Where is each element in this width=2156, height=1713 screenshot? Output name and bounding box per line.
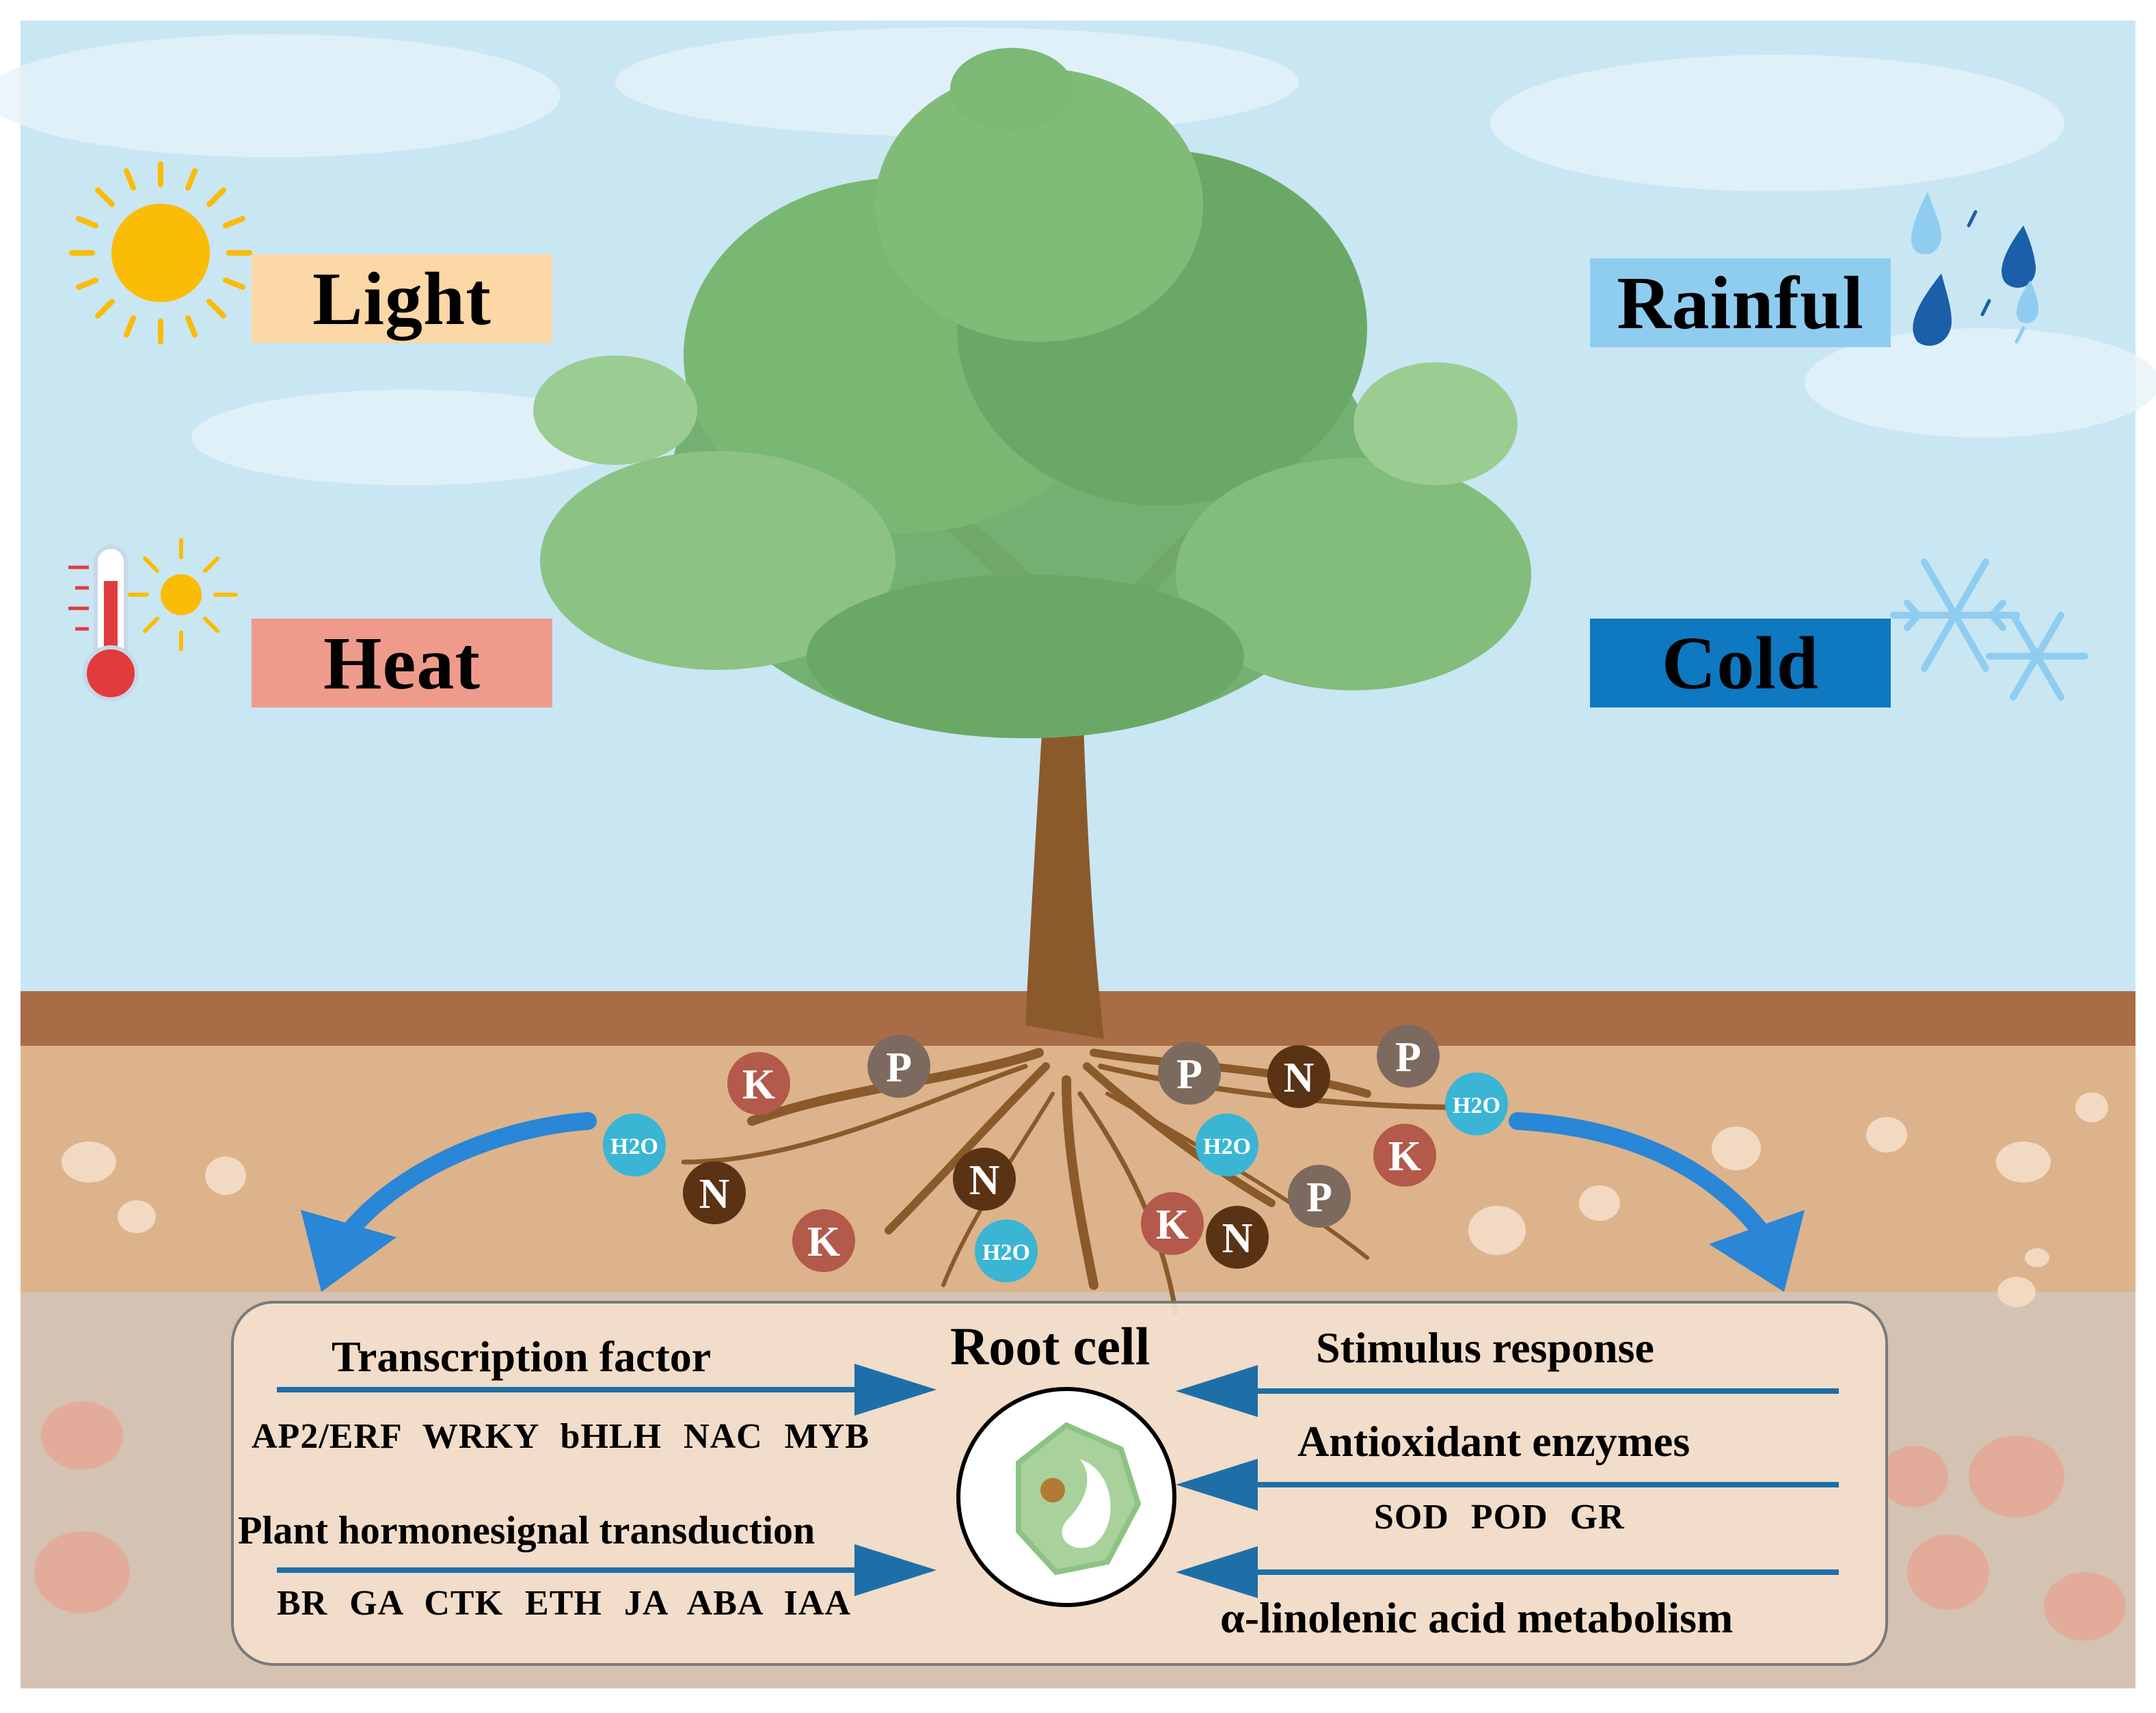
light-label: Light [252, 254, 552, 343]
root-cell-icon [956, 1387, 1176, 1607]
nutrient-p-4-label: P [1306, 1174, 1332, 1221]
deep-soil-stones [34, 1401, 2126, 1641]
antioxidant-arrow [1176, 1459, 1839, 1511]
nutrient-h2o-3 [1445, 1073, 1508, 1135]
nutrient-h2o-4 [1196, 1114, 1258, 1176]
nutrient-n-2-label: N [969, 1157, 1000, 1204]
soil-pebbles [62, 1092, 2108, 1307]
nutrient-k-3 [1373, 1124, 1436, 1187]
nutrient-k-2-label: K [807, 1219, 840, 1265]
root-cell-title: Root cell [950, 1317, 1150, 1376]
rain-icon [1911, 191, 2038, 346]
nutrient-k-1-label: K [742, 1062, 775, 1108]
clouds [0, 27, 2156, 485]
tree-canopy [533, 48, 1531, 738]
nutrient-p-2-label: P [1176, 1051, 1202, 1098]
curved-arrow-left-head [301, 1210, 396, 1292]
nutrient-n-1 [683, 1161, 746, 1224]
nutrient-p-4 [1288, 1165, 1351, 1228]
linolenic-acid-title: α-linolenic acid metabolism [1220, 1593, 1734, 1642]
nutrient-k-2 [792, 1209, 855, 1272]
linolenic-arrow [1176, 1546, 1839, 1598]
nutrient-n-3-label: N [1284, 1055, 1315, 1101]
hormone-arrow [277, 1544, 936, 1596]
small-sun-icon [128, 538, 238, 651]
nutrient-h2o-2 [975, 1219, 1038, 1282]
hormone-title: Plant hormonesignal transduction [238, 1508, 816, 1552]
transcription-factor-items: AP2/ERF WRKY bHLH NAC MYB [252, 1417, 870, 1456]
antioxidant-enzymes-items: SOD POD GR [1374, 1498, 1625, 1537]
nutrient-p-2 [1158, 1042, 1221, 1105]
thermometer-icon [68, 545, 139, 701]
nutrient-n-1-label: N [699, 1171, 730, 1217]
nutrient-n-4-label: N [1222, 1215, 1253, 1262]
nutrient-n-4 [1206, 1206, 1269, 1269]
curved-arrow-right [1509, 1112, 1779, 1253]
nutrient-p-3 [1377, 1025, 1440, 1088]
curved-arrow-right-head [1709, 1210, 1805, 1292]
hormone-items: BR GA CTK ETH JA ABA IAA [277, 1584, 851, 1623]
nutrient-p-3-label: P [1395, 1034, 1421, 1081]
stimulus-response-title: Stimulus response [1316, 1323, 1654, 1372]
nutrient-n-2 [953, 1148, 1016, 1211]
antioxidant-enzymes-title: Antioxidant enzymes [1297, 1417, 1690, 1466]
nutrient-k-4 [1141, 1192, 1204, 1255]
heat-label: Heat [252, 619, 552, 707]
cold-label: Cold [1590, 619, 1891, 707]
transcription-arrow [277, 1364, 936, 1416]
stimulus-arrow [1176, 1365, 1839, 1417]
nutrient-p-1 [867, 1035, 930, 1098]
nutrient-h2o-2-label: H2O [982, 1240, 1030, 1265]
curved-arrow-left [326, 1112, 597, 1260]
nutrient-h2o-4-label: H2O [1203, 1134, 1251, 1159]
nutrient-k-1 [727, 1052, 790, 1115]
sun-icon [69, 161, 252, 345]
nutrient-k-3-label: K [1388, 1133, 1421, 1180]
nutrient-p-1-label: P [886, 1044, 912, 1091]
nutrient-h2o-3-label: H2O [1453, 1093, 1500, 1118]
nutrient-n-3 [1267, 1045, 1330, 1108]
nutrient-h2o-1 [603, 1114, 666, 1176]
nutrient-h2o-1-label: H2O [610, 1134, 658, 1159]
nutrient-k-4-label: K [1156, 1202, 1189, 1248]
rainful-label: Rainful [1590, 258, 1891, 347]
snowflake-icon [1890, 558, 2088, 701]
transcription-factor-title: Transcription factor [332, 1332, 712, 1381]
